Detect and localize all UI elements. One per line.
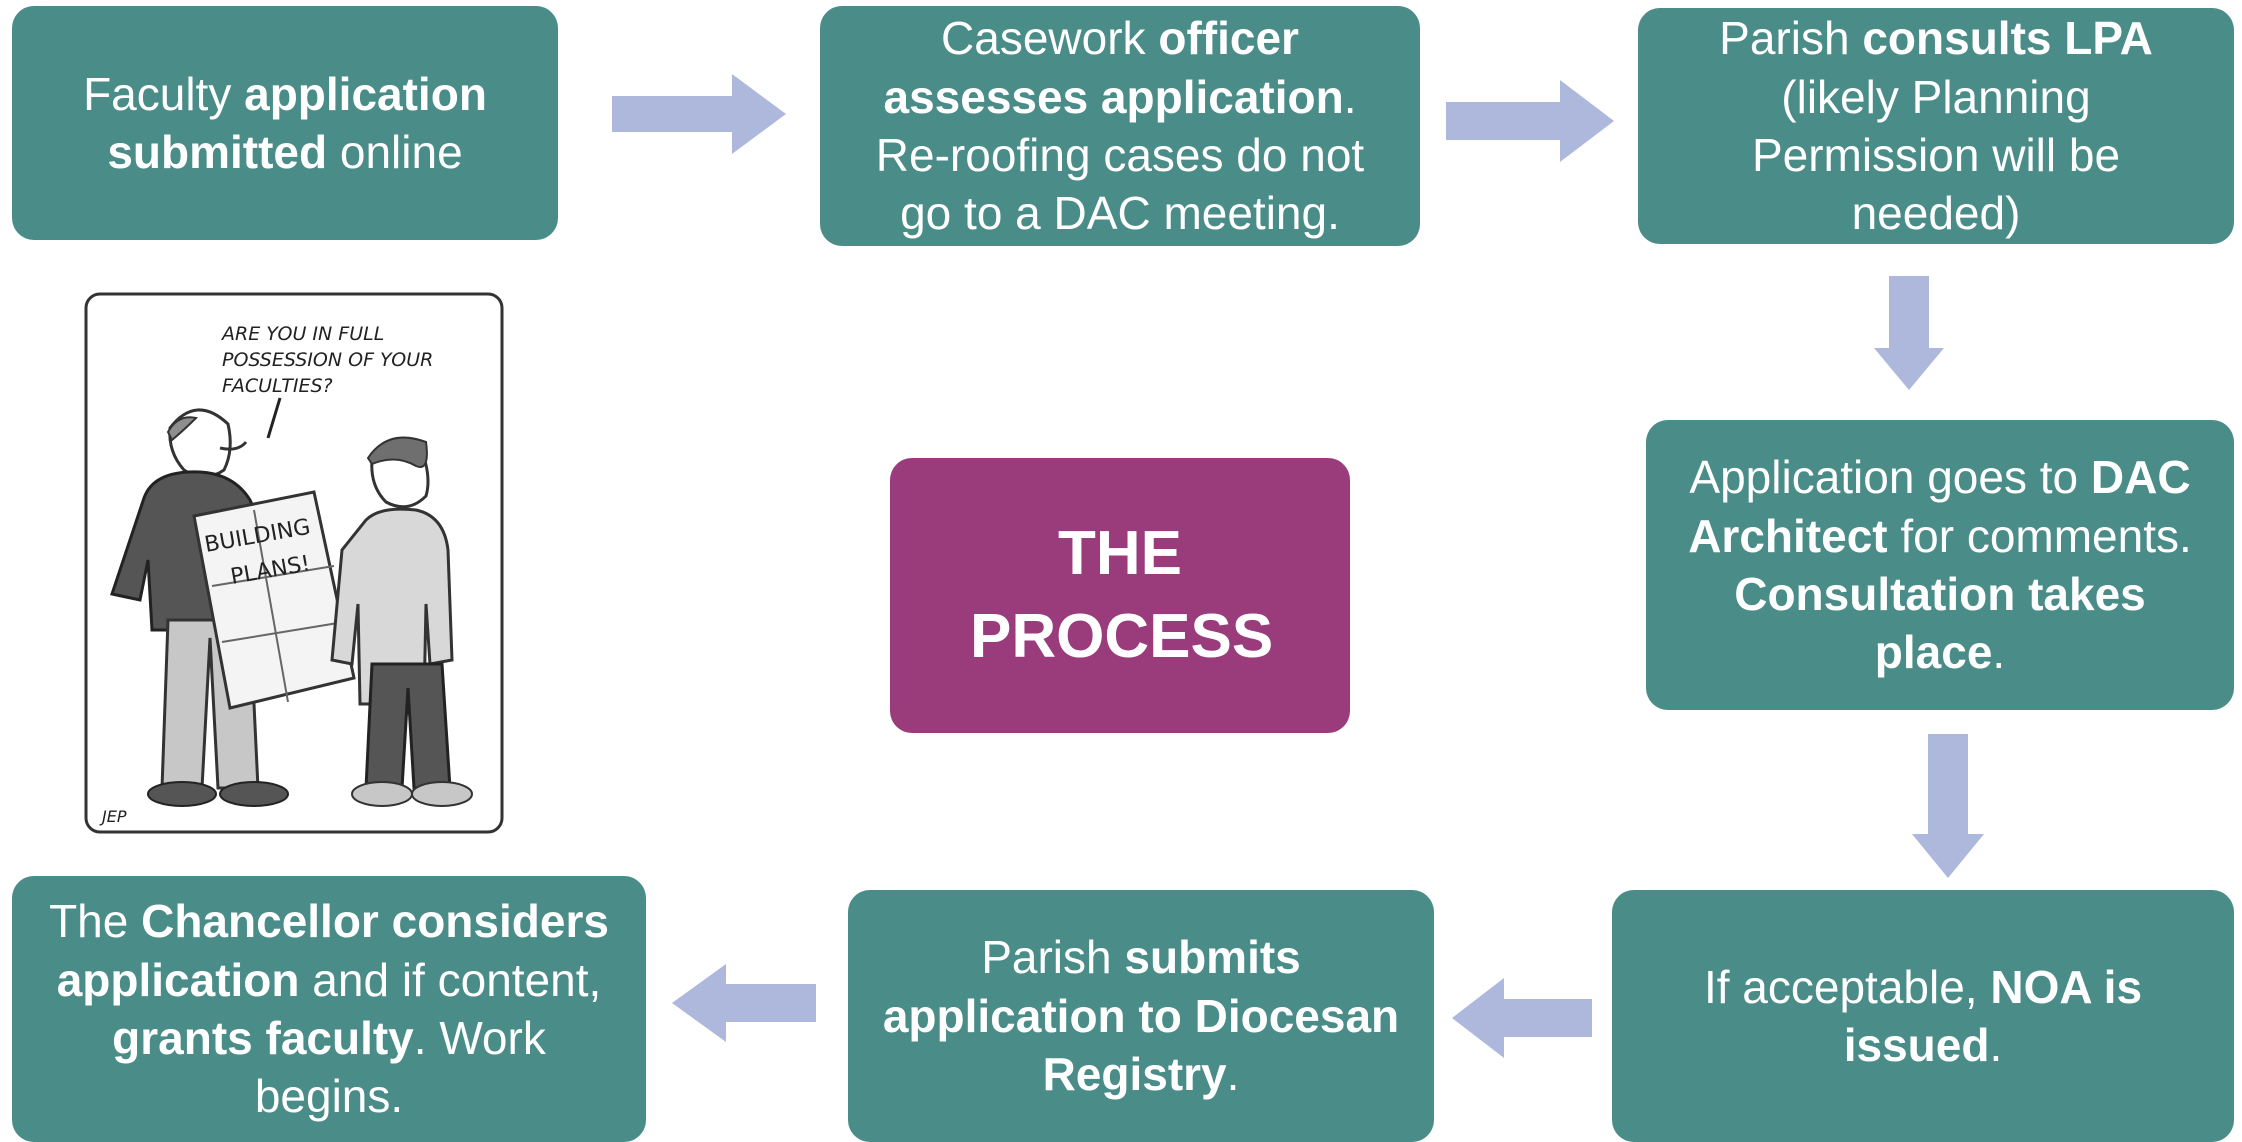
step-6-text: Parish submits application to Diocesan R…: [874, 928, 1408, 1103]
step-4-segment: .: [1992, 626, 2006, 679]
cartoon-illustration: ARE YOU IN FULL POSSESSION OF YOUR FACUL…: [84, 292, 504, 834]
arrow-right-1-icon: [612, 74, 786, 154]
step-4-segment: for comments.: [1887, 509, 2192, 562]
step-3-segment: consults LPA: [1862, 12, 2153, 65]
step-4-text: Application goes to DAC Architect for co…: [1672, 448, 2208, 682]
step-3-segment: (likely Planning Permission will be need…: [1751, 70, 2121, 240]
speech-line-1: ARE YOU IN FULL: [220, 323, 384, 345]
step-3-text: Parish consults LPA (likely Planning Per…: [1664, 9, 2208, 243]
step-6-segment: Parish: [981, 931, 1125, 984]
step-5-segment: If acceptable,: [1703, 960, 1991, 1013]
step-6-box: Parish submits application to Diocesan R…: [848, 890, 1434, 1142]
step-4-segment: Consultation takes place: [1734, 568, 2146, 679]
step-2-segment: . Re-roofing cases do not go to a DAC me…: [875, 70, 1365, 240]
step-1-segment: Faculty: [83, 67, 245, 120]
step-5-segment: NOA is issued: [1843, 960, 2143, 1071]
right-man-figure: [330, 436, 473, 807]
step-7-box: The Chancellor considers application and…: [12, 876, 646, 1142]
step-2-text: Casework officer assesses application. R…: [846, 9, 1394, 243]
step-1-segment: online: [327, 126, 463, 178]
arrow-left-1-icon: [1452, 978, 1592, 1058]
step-4-segment: DAC Architect: [1688, 451, 2191, 562]
arrow-down-1-icon: [1874, 276, 1944, 390]
process-title: THE PROCESS: [970, 519, 1274, 671]
step-5-segment: .: [1989, 1019, 2003, 1071]
step-1-box: Faculty application submitted online: [12, 6, 558, 240]
step-1-segment: application submitted: [107, 67, 487, 178]
step-4-segment: Application goes to: [1689, 451, 2091, 504]
step-2-segment: officer assesses application: [883, 12, 1344, 123]
step-7-segment: . Work begins.: [254, 1012, 546, 1123]
arrow-left-2-icon: [672, 964, 816, 1042]
step-6-segment: submits application to Diocesan Registry: [882, 931, 1400, 1101]
step-7-segment: grants faculty: [112, 1012, 414, 1064]
speech-line-2: POSSESSION OF YOUR: [222, 349, 433, 371]
arrow-down-2-icon: [1912, 734, 1984, 878]
step-6-segment: .: [1226, 1048, 1240, 1101]
step-3-segment: Parish: [1719, 12, 1863, 65]
step-2-box: Casework officer assesses application. R…: [820, 6, 1420, 246]
step-3-box: Parish consults LPA (likely Planning Per…: [1638, 8, 2234, 244]
step-7-segment: Chancellor considers application: [56, 895, 609, 1006]
step-5-box: If acceptable, NOA is issued.: [1612, 890, 2234, 1142]
step-2-segment: Casework: [941, 12, 1159, 65]
arrow-right-2-icon: [1446, 80, 1614, 162]
process-title-box: THE PROCESS: [890, 458, 1350, 733]
step-7-segment: and if content,: [299, 953, 602, 1006]
speech-line-3: FACULTIES?: [222, 375, 333, 397]
step-5-text: If acceptable, NOA is issued.: [1638, 958, 2208, 1075]
cartoon-signature: JEP: [99, 807, 127, 826]
step-1-text: Faculty application submitted online: [38, 65, 532, 182]
step-4-box: Application goes to DAC Architect for co…: [1646, 420, 2234, 710]
building-plans-sheet: BUILDING PLANS!: [192, 490, 356, 710]
step-7-text: The Chancellor considers application and…: [38, 892, 620, 1126]
step-7-segment: The: [49, 895, 142, 948]
